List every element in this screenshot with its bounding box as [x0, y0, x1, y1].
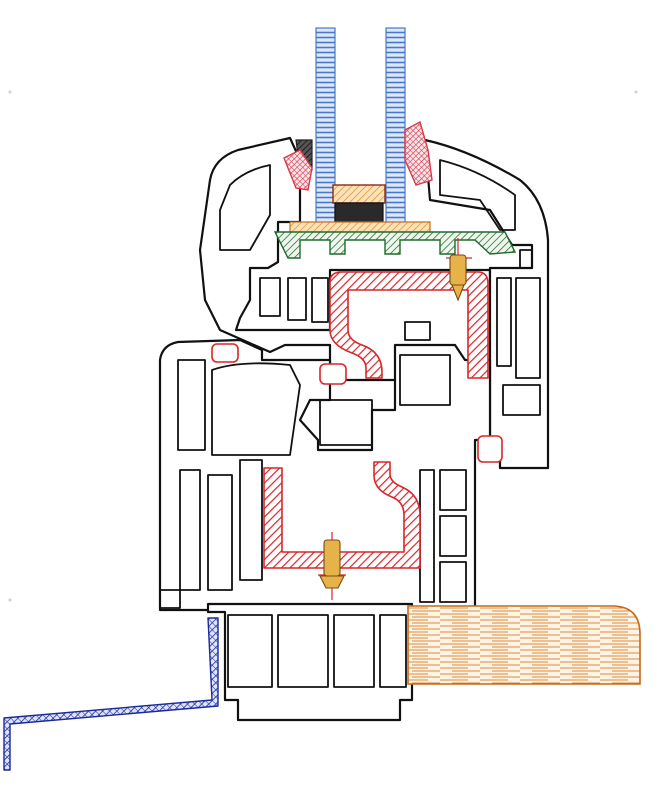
sash-screw [446, 238, 472, 302]
gasket-clip-3 [477, 435, 503, 463]
glass-spacer [332, 184, 386, 225]
glass-pane-left [315, 27, 336, 225]
sealing-gaskets [211, 120, 503, 463]
gasket-clip-2 [319, 363, 347, 385]
glazing-bead [273, 221, 517, 259]
sash-profile [198, 136, 550, 470]
inner-glass-gasket [404, 120, 433, 186]
frame-screw [318, 532, 346, 600]
reinforcements [263, 271, 489, 569]
gasket-clip-1 [211, 343, 239, 363]
glass-pane-right [385, 27, 406, 225]
drip-flashing [3, 617, 219, 771]
fixing-screws [318, 238, 472, 600]
outer-glass-gasket-seal [283, 149, 313, 191]
background-dots [8, 90, 638, 602]
sash-reinforcement [329, 271, 489, 379]
frame-reinforcement [263, 461, 421, 569]
glass-panes [315, 27, 406, 225]
window-sill-board [407, 605, 641, 685]
